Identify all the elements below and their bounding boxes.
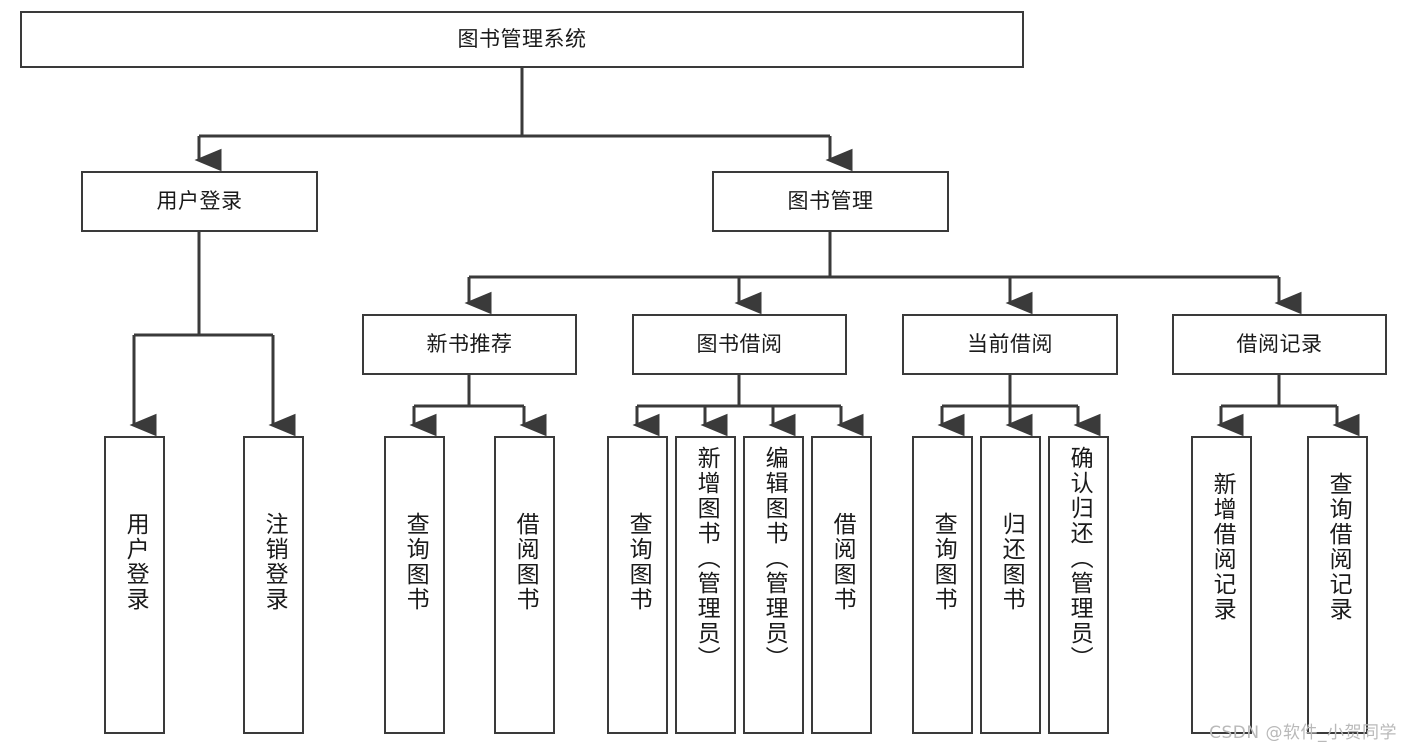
node-label: 借阅图书	[829, 512, 856, 612]
node-label: 归还图书	[998, 512, 1025, 612]
node-label: 查询图书	[402, 512, 429, 612]
node-label: 新书推荐	[426, 332, 513, 357]
leaf-borrow-borrow-book[interactable]: 借阅图书	[811, 436, 872, 734]
node-label: 编辑图书（管理员）	[761, 446, 788, 671]
node-root-system[interactable]: 图书管理系统	[20, 11, 1024, 68]
node-label: 新增借阅记录	[1209, 472, 1236, 622]
node-label: 用户登录	[156, 189, 243, 214]
node-label: 查询图书	[625, 512, 652, 612]
node-label: 注销登录	[261, 512, 288, 612]
watermark-text: CSDN @软件_小贺同学	[1209, 723, 1397, 743]
node-current-borrow[interactable]: 当前借阅	[902, 314, 1118, 375]
node-new-book-recommend[interactable]: 新书推荐	[362, 314, 577, 375]
leaf-current-confirm-return-admin[interactable]: 确认归还（管理员）	[1048, 436, 1109, 734]
leaf-borrow-edit-book-admin[interactable]: 编辑图书（管理员）	[743, 436, 804, 734]
node-label: 查询图书	[930, 512, 957, 612]
node-label: 确认归还（管理员）	[1066, 446, 1093, 671]
leaf-recommend-borrow-book[interactable]: 借阅图书	[494, 436, 555, 734]
leaf-current-query-book[interactable]: 查询图书	[912, 436, 973, 734]
node-borrow-record[interactable]: 借阅记录	[1172, 314, 1387, 375]
node-user-login[interactable]: 用户登录	[81, 171, 318, 232]
node-label: 新增图书（管理员）	[693, 446, 720, 671]
node-book-borrow[interactable]: 图书借阅	[632, 314, 847, 375]
node-label: 当前借阅	[967, 332, 1053, 357]
node-label: 用户登录	[122, 512, 149, 612]
leaf-recommend-query-book[interactable]: 查询图书	[384, 436, 445, 734]
leaf-record-add-record[interactable]: 新增借阅记录	[1191, 436, 1252, 734]
leaf-borrow-query-book[interactable]: 查询图书	[607, 436, 668, 734]
node-label: 查询借阅记录	[1325, 472, 1352, 622]
leaf-user-login-login[interactable]: 用户登录	[104, 436, 165, 734]
node-label: 图书管理	[787, 189, 874, 214]
leaf-user-login-logout[interactable]: 注销登录	[243, 436, 304, 734]
node-book-management[interactable]: 图书管理	[712, 171, 949, 232]
node-label: 图书借阅	[696, 332, 783, 357]
leaf-record-query-record[interactable]: 查询借阅记录	[1307, 436, 1368, 734]
leaf-borrow-add-book-admin[interactable]: 新增图书（管理员）	[675, 436, 736, 734]
node-label: 借阅记录	[1236, 332, 1323, 357]
node-label: 图书管理系统	[457, 27, 587, 52]
leaf-current-return-book[interactable]: 归还图书	[980, 436, 1041, 734]
node-label: 借阅图书	[512, 512, 539, 612]
